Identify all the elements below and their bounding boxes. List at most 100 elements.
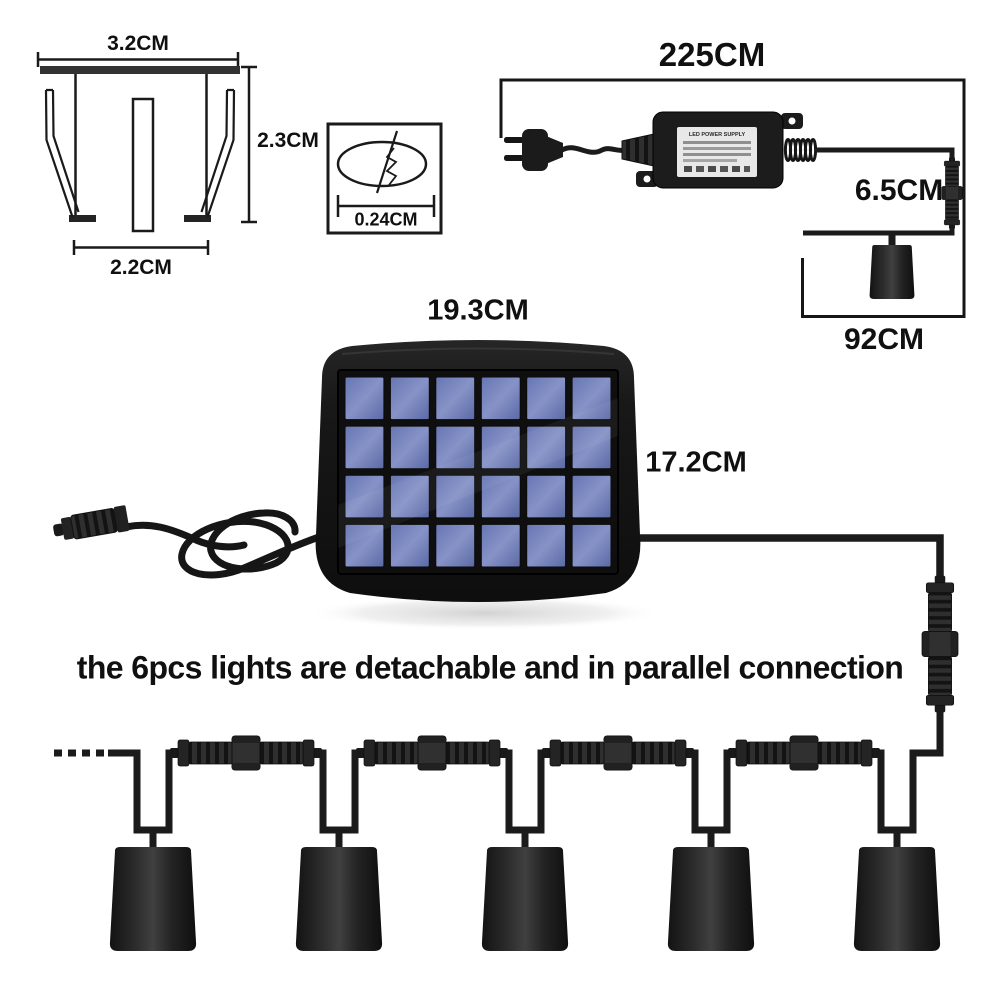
light-drop-wire <box>691 749 731 834</box>
solar-cell <box>389 523 430 568</box>
solar-cell <box>480 425 521 470</box>
dim-line-bottom-width <box>72 240 210 255</box>
solar-cell-grid <box>344 376 612 568</box>
solar-cell <box>571 474 612 519</box>
dim-label-adapter-cable-length: 225CM <box>658 36 766 73</box>
solar-cell <box>480 523 521 568</box>
dim-line-diameter <box>336 195 436 217</box>
solar-cell <box>480 474 521 519</box>
cable-cross-section <box>336 140 428 188</box>
light-drop-wire <box>505 749 545 834</box>
first-light-cup <box>869 244 915 300</box>
cable-connector <box>541 735 695 771</box>
light-stem <box>335 830 343 849</box>
recessed-light-diagram <box>36 52 257 255</box>
cable-connector <box>727 735 881 771</box>
wire-dash <box>68 749 76 757</box>
panel-left-cable-2 <box>122 521 248 551</box>
plug-pin-top <box>504 137 524 143</box>
solar-cell <box>526 376 567 421</box>
cable-thread <box>385 147 398 186</box>
adapter-tab-hole-tr <box>788 117 796 125</box>
solar-cell <box>480 376 521 421</box>
wire-dash <box>54 749 62 757</box>
solar-cell <box>389 425 430 470</box>
deck-light-cup <box>667 847 755 951</box>
adapter-label-title: LED POWER SUPPLY <box>689 132 746 138</box>
solar-cell <box>435 425 476 470</box>
light-drop-wire <box>133 749 173 834</box>
solar-cell <box>571 523 612 568</box>
panel-top-highlight <box>341 347 615 355</box>
light-stem <box>521 830 529 849</box>
solar-cell <box>389 376 430 421</box>
solar-cell <box>389 474 430 519</box>
cable-connector <box>169 735 323 771</box>
panel-left-cable <box>178 509 326 579</box>
adapter-tab-hole-bl <box>643 175 651 183</box>
light-drop-wire <box>877 749 917 834</box>
plug-body <box>522 129 548 171</box>
deck-light-cup <box>295 847 383 951</box>
first-light-stem <box>888 233 896 246</box>
solar-cell <box>526 474 567 519</box>
solar-cell <box>526 523 567 568</box>
adapter-strain-relief <box>621 133 655 167</box>
main-inline-connector <box>921 575 959 713</box>
light-center-stem <box>131 97 155 233</box>
power-adapter-assembly: LED POWER SUPPLY <box>504 111 963 300</box>
wire-dash <box>82 749 90 757</box>
light-stem <box>707 830 715 849</box>
deck-light-cup <box>481 847 569 951</box>
lights-chain <box>54 735 943 951</box>
deck-light-cup <box>109 847 197 951</box>
cable-connector <box>355 735 509 771</box>
dim-label-panel-width: 19.3CM <box>427 294 529 327</box>
cable-diameter-diagram <box>326 122 443 235</box>
solar-cell <box>344 376 385 421</box>
spring-clips <box>44 88 236 218</box>
dim-line-top-width <box>36 52 240 67</box>
panel-shadow <box>307 596 663 630</box>
dim-label-bottom-width: 2.2CM <box>110 256 172 279</box>
plug-pin-bottom <box>504 155 524 161</box>
main-drop-cable <box>913 575 959 757</box>
panel-sheen <box>338 398 618 548</box>
solar-cell <box>344 425 385 470</box>
solar-cell <box>435 523 476 568</box>
deck-light-cup <box>853 847 941 951</box>
solar-cell <box>344 474 385 519</box>
dim-line-height <box>241 65 257 224</box>
light-stem <box>149 830 157 849</box>
plug-neck <box>546 136 563 164</box>
light-foot-right <box>184 215 211 222</box>
dim-label-connector-length: 6.5CM <box>854 174 944 207</box>
solar-cell <box>526 425 567 470</box>
light-stem <box>893 830 901 849</box>
dim-label-cable-diameter: 0.24CM <box>354 209 418 230</box>
solar-cell <box>435 474 476 519</box>
adapter-label: LED POWER SUPPLY <box>677 127 757 177</box>
adapter-coil <box>783 138 818 162</box>
solar-cell-area <box>337 369 619 575</box>
solar-panel-assembly <box>53 340 944 630</box>
caption-text: the 6pcs lights are detachable and in pa… <box>76 649 904 686</box>
plug-cable <box>560 145 625 155</box>
wire-dash <box>96 749 104 757</box>
dim-label-panel-height: 17.2CM <box>645 446 747 479</box>
panel-cable-connector <box>53 505 130 540</box>
solar-cell <box>571 376 612 421</box>
inline-connector-6-5cm <box>941 156 963 230</box>
adapter-dim-brackets <box>499 78 966 318</box>
solar-cell <box>571 425 612 470</box>
dim-label-top-width: 3.2CM <box>107 32 169 55</box>
solar-cell <box>344 523 385 568</box>
dim-label-height: 2.3CM <box>257 129 319 152</box>
light-foot-left <box>69 215 96 222</box>
cable-needle <box>375 130 399 194</box>
dim-label-lead-length: 92CM <box>843 323 925 356</box>
solar-cell <box>435 376 476 421</box>
panel-right-cable <box>630 534 944 585</box>
